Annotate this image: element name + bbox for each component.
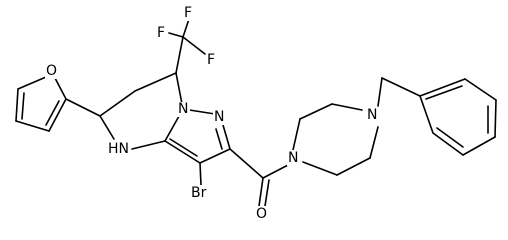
atom-piperazine-n-amide: N [288,150,298,166]
bond-ph-inner-1 [436,127,464,148]
label-bg-carbonyl-o [255,206,268,222]
molecule-diagram: F F F O HN N N Br O N N [15,5,497,222]
label-bg-br [190,185,211,201]
bond-c3-br [199,162,202,186]
bond-cf3-f-left [168,32,184,38]
bond-c5-c6 [99,90,136,117]
label-bg-f-left [156,25,168,41]
bond-ph-5 [464,78,497,101]
bond-fur-4 [15,120,50,132]
label-bg-f-top [183,5,195,21]
bond-pip-2 [299,103,333,120]
bond-c3-c3a-double [169,138,198,157]
bond-n-ch2 [377,77,383,107]
bond-fur-5 [48,98,67,132]
atom-fluorine-top: F [184,5,192,21]
atom-fluorine-right: F [207,52,215,68]
bond-cf3-f-right [182,36,206,55]
bond-ph-2 [432,132,464,156]
atom-furan-oxygen: O [46,63,57,79]
bond-ph-3 [462,136,496,156]
bond-ph-6 [419,78,466,97]
bond-ch2-phenyl [381,77,421,97]
bond-carbonyl-o-double [264,179,270,207]
bond-carbonyl-n [262,163,291,179]
atom-bromine: Br [191,185,207,201]
label-bg-n1 [213,109,226,125]
label-bg-n-benzyl [366,107,379,123]
label-bg-hn [107,141,131,157]
bond-ph-4 [494,99,497,138]
atom-piperazine-n-benzyl: N [367,107,377,123]
bond-ph-1 [419,95,434,134]
bond-c5-n4 [99,115,115,140]
label-bg-f-right [206,52,218,68]
atom-carbonyl-oxygen: O [256,206,267,222]
atom-fluorine-left: F [157,25,165,41]
bond-c2-c3 [199,148,231,164]
bond-fur-inner-1 [21,92,25,120]
bond-carbonyl-o [258,177,264,207]
bond-ph-inner-3 [425,85,463,100]
bond-fur-2 [17,76,47,90]
bond-fur-inner-2 [45,100,60,126]
atom-pyrimidine-nh: HN [108,141,129,157]
bond-c3-c3a [164,140,201,164]
bond-fur-3 [15,88,19,122]
bond-c6-c7 [134,72,177,92]
bond-n4-c3a [131,140,166,150]
bond-pip-6 [302,161,338,176]
label-bg-n-amide [287,150,300,166]
structure-canvas: F F F O HN N N Br O N N [15,5,497,222]
bond-c7-cf3 [175,36,184,74]
bond-n1-c2-double [215,128,223,150]
bond-pip-1 [292,118,301,151]
bond-c5-furan [65,98,101,117]
atom-pyrazole-n-bridge: N [178,101,188,117]
bond-pip-5 [336,157,371,176]
bond-pip-4 [369,126,379,159]
bond-c2-carbonyl [229,148,264,179]
bond-pip-3 [331,103,363,111]
atom-pyrazole-nitrogen: N [214,109,224,125]
label-bg-furan-o [45,63,58,79]
bond-n1-c2 [222,124,231,150]
bond-fur-1 [54,77,67,100]
label-bg-n8 [177,102,190,117]
